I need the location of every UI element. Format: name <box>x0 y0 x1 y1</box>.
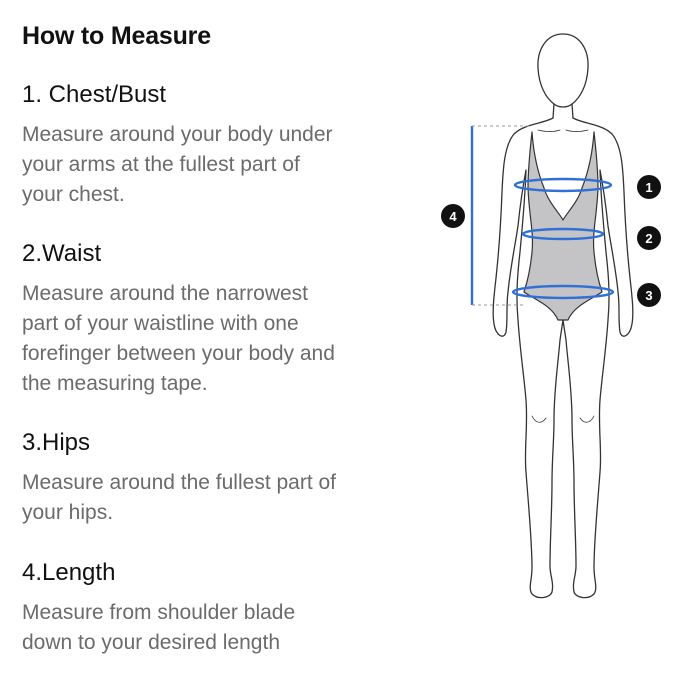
body-measurement-illustration: 1 2 3 4 <box>441 33 661 599</box>
marker-4-badge: 4 <box>441 204 465 228</box>
badge-circle <box>637 283 661 307</box>
badge-circle <box>637 175 661 199</box>
head-outline <box>537 33 589 108</box>
tape-hips <box>511 284 615 300</box>
tape-waist <box>521 227 605 241</box>
badge-circle <box>441 204 465 228</box>
section-text: Measure around your body under your arms… <box>22 123 333 206</box>
section-text: Measure around the narrowest part of you… <box>22 282 335 395</box>
section-hips: 3.Hips Measure around the fullest part o… <box>22 428 422 528</box>
section-heading: 4.Length <box>22 559 116 586</box>
marker-4-label: 4 <box>449 209 457 224</box>
body-measurement-figure: 1 2 3 4 <box>420 20 690 620</box>
swimsuit <box>523 131 603 321</box>
section-text: Measure around the fullest part of your … <box>22 471 337 524</box>
section-heading: 1. Chest/Bust <box>22 81 167 108</box>
section-waist: 2.Waist Measure around the narrowest par… <box>22 239 422 399</box>
marker-1-badge: 1 <box>637 175 661 199</box>
section-heading: 2.Waist <box>22 240 102 267</box>
marker-2-label: 2 <box>645 231 652 246</box>
neck-outline <box>552 103 574 119</box>
body-left-outline <box>492 117 564 599</box>
marker-1-label: 1 <box>645 180 652 195</box>
tape-chest <box>513 177 613 193</box>
marker-3-label: 3 <box>645 288 652 303</box>
marker-3-badge: 3 <box>637 283 661 307</box>
length-guides <box>472 125 532 306</box>
section-text: Measure from shoulder blade down to your… <box>22 601 296 654</box>
page-title: How to Measure <box>22 22 211 50</box>
body-right-outline <box>562 117 634 599</box>
section-chest-bust: 1. Chest/Bust Measure around your body u… <box>22 80 422 210</box>
section-heading: 3.Hips <box>22 429 91 456</box>
measuring-tapes <box>470 126 615 305</box>
marker-2-badge: 2 <box>637 226 661 250</box>
badge-circle <box>637 226 661 250</box>
section-length: 4.Length Measure from shoulder blade dow… <box>22 558 422 658</box>
